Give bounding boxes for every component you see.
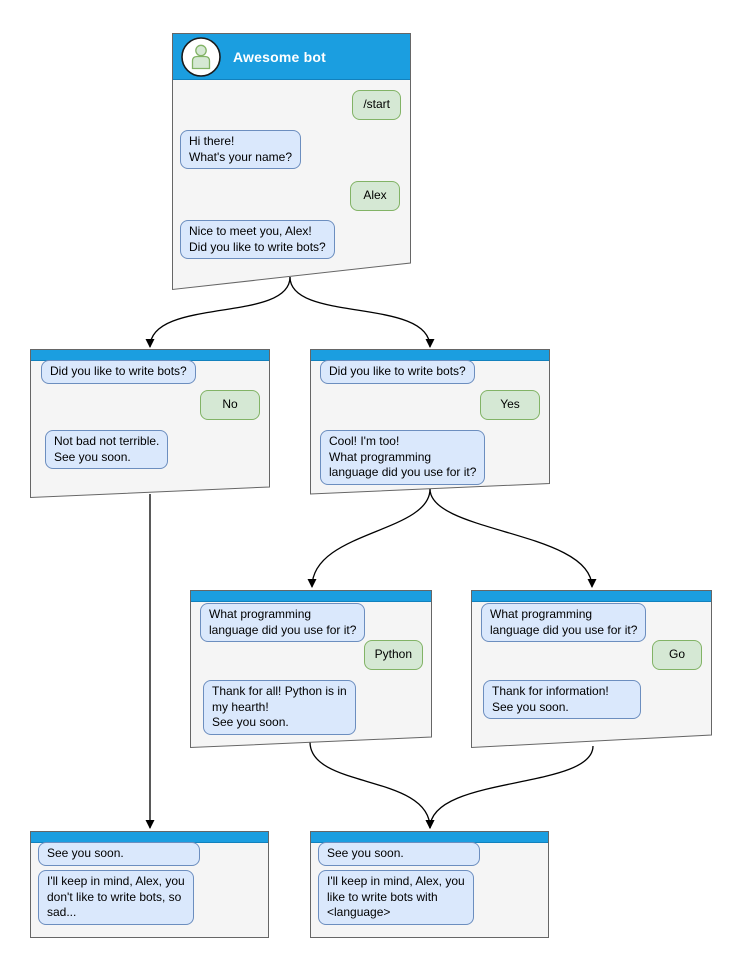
window-header [472,591,711,602]
chat-window-branch-no: Did you like to write bots? No Not bad n… [30,349,270,499]
message-bubble-bot: Thank for all! Python is in my hearth! S… [203,680,356,735]
message-bubble-bot: Thank for information! See you soon. [483,680,641,720]
message-bubble-user: Yes [480,390,540,420]
chat-window-branch-go: What programming language did you use fo… [471,590,712,749]
message-bubble-user: No [200,390,260,420]
message-bubble-bot: Hi there! What's your name? [180,130,302,170]
edge-root-to-yes [289,276,435,348]
window-header [191,591,431,602]
message-bubble-user: Go [652,640,702,670]
chat-window-end-yes: See you soon. I'll keep in mind, Alex, y… [310,831,549,938]
message-bubble-user: Python [363,640,423,670]
message-bubble-bot: See you soon. [38,842,200,866]
chat-window-branch-python: What programming language did you use fo… [190,590,432,749]
message-bubble-user: /start [352,90,401,120]
chat-window-end-no: See you soon. I'll keep in mind, Alex, y… [30,831,269,938]
message-bubble-bot: I'll keep in mind, Alex, you don't like … [38,870,194,925]
message-bubble-bot: What programming language did you use fo… [200,603,366,643]
message-bubble-bot: See you soon. [318,842,480,866]
edge-yes-to-python [307,488,431,588]
message-bubble-user: Alex [350,181,400,211]
message-bubble-bot: Did you like to write bots? [320,360,475,384]
message-bubble-bot: Did you like to write bots? [41,360,196,384]
window-header: Awesome bot [173,34,410,80]
message-bubble-bot: Not bad not terrible. See you soon. [45,430,169,470]
edge-python-to-end [309,741,435,829]
edge-yes-to-go [429,488,597,588]
message-bubble-bot: What programming language did you use fo… [481,603,647,643]
message-bubble-bot: I'll keep in mind, Alex, you like to wri… [318,870,474,925]
chat-window-root: Awesome bot /start Hi there! What's your… [172,33,411,291]
chat-window-branch-yes: Did you like to write bots? Yes Cool! I'… [310,349,550,495]
window-title: Awesome bot [233,48,326,65]
message-bubble-bot: Nice to meet you, Alex! Did you like to … [180,220,335,260]
message-bubble-bot: Cool! I'm too! What programming language… [320,430,486,485]
person-icon [181,37,221,77]
edge-go-to-end [425,745,594,829]
edge-root-to-no [145,276,291,348]
